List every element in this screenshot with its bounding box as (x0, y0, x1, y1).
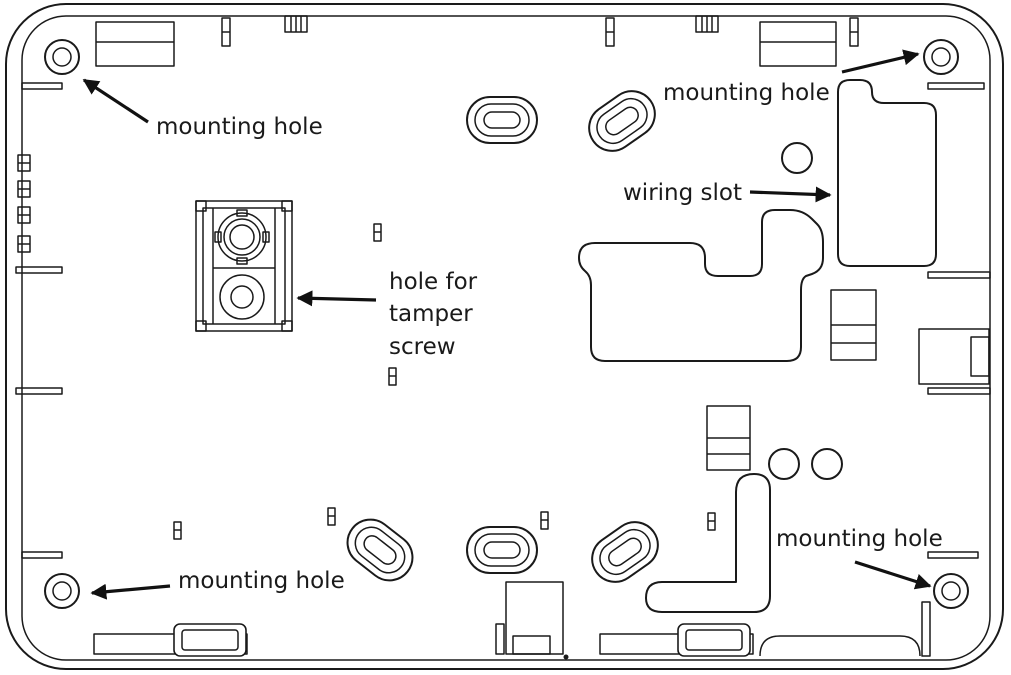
left-vent-tabs (17, 154, 31, 253)
label-mounting-hole-bottom-right: mounting hole (776, 526, 943, 552)
arrow-mounting-bottom-right (854, 560, 932, 590)
mounting-hole-bottom-left (44, 573, 80, 609)
arrow-tamper-screw (296, 290, 377, 307)
bottom-clip-right (599, 623, 754, 657)
label-mounting-hole-top-right: mounting hole (663, 80, 830, 106)
slot-hole-top-right (588, 90, 656, 152)
mounting-hole-top-right (923, 39, 959, 75)
slot-hole-bottom-left (346, 518, 414, 582)
top-clip-right (759, 21, 837, 67)
mounting-hole-top-left (44, 39, 80, 75)
large-cutout (578, 209, 824, 362)
arrow-mounting-top-left (82, 78, 149, 124)
arrow-wiring-slot (749, 186, 832, 203)
connector-block-right (830, 289, 877, 361)
arrow-mounting-bottom-left (90, 583, 171, 600)
arrow-mounting-top-right (841, 49, 920, 74)
bottom-clip-left (93, 623, 248, 657)
label-wiring-slot: wiring slot (623, 180, 742, 206)
slot-hole-bottom-right (591, 521, 659, 583)
side-connector (918, 328, 990, 385)
bottom-right-tab (921, 601, 931, 657)
housing-outline-inner (21, 15, 991, 661)
tamper-block (195, 200, 293, 332)
label-mounting-hole-bottom-left: mounting hole (178, 568, 345, 594)
top-clip-left (95, 21, 175, 67)
round-hole-lower-left (768, 448, 800, 480)
connector-block-center (706, 405, 751, 471)
label-tamper-line3: screw (389, 334, 456, 360)
round-hole-lower-right (811, 448, 843, 480)
round-hole-upper (781, 142, 813, 174)
mounting-hole-bottom-right (933, 573, 969, 609)
side-tabs (15, 82, 991, 559)
top-vents-right (695, 15, 719, 33)
bottom-right-lip (759, 635, 921, 657)
label-mounting-hole-top-left: mounting hole (156, 114, 323, 140)
label-tamper-line2: tamper (389, 301, 473, 327)
slot-hole-top-center (466, 96, 538, 144)
label-tamper-line1: hole for (389, 269, 478, 295)
top-tabs (221, 17, 859, 47)
top-vents-left (284, 15, 308, 33)
l-shaped-slot (645, 473, 771, 613)
housing-outline-outer (5, 3, 1004, 670)
slot-hole-bottom-center (466, 526, 538, 574)
bottom-center-connector (495, 581, 569, 660)
small-tabs (173, 223, 716, 540)
wiring-slot-outline (837, 79, 937, 267)
